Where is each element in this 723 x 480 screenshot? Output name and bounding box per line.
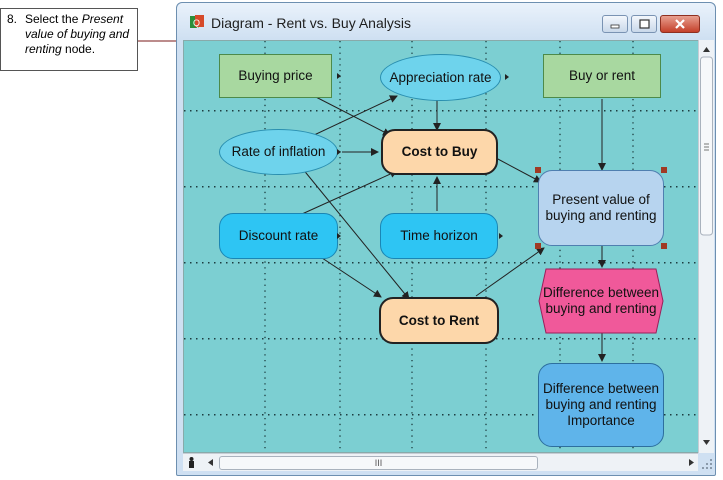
selection-handle[interactable] (535, 167, 541, 173)
node-rate-of-inflation-arrow (337, 149, 341, 155)
window-title: Diagram - Rent vs. Buy Analysis (211, 15, 411, 31)
diagram-window: Q Diagram - Rent vs. Buy Analysis (176, 2, 716, 476)
diagram-canvas[interactable]: Buying price Appreciation rate Buy or re… (183, 40, 704, 453)
minimize-icon (610, 24, 620, 29)
influence-arrows (301, 94, 606, 362)
title-bar[interactable]: Q Diagram - Rent vs. Buy Analysis (177, 3, 715, 39)
node-appreciation-rate[interactable]: Appreciation rate (380, 54, 501, 101)
node-difference-shape (538, 268, 664, 334)
selection-handle[interactable] (661, 243, 667, 249)
node-cost-to-rent[interactable]: Cost to Rent (379, 297, 499, 344)
close-icon (675, 19, 685, 29)
svg-text:Q: Q (193, 18, 200, 28)
node-cost-to-buy[interactable]: Cost to Buy (381, 129, 498, 175)
horizontal-scrollbar[interactable]: III (183, 453, 698, 471)
selection-handle[interactable] (535, 243, 541, 249)
vertical-scrollbar[interactable] (698, 40, 714, 453)
node-buying-price[interactable]: Buying price (219, 54, 332, 98)
scroll-left-icon[interactable] (205, 454, 217, 471)
node-buy-or-rent[interactable]: Buy or rent (543, 54, 661, 98)
callout-text: Select the Present value of buying and r… (25, 12, 135, 57)
node-time-horizon-arrow (499, 233, 503, 239)
node-discount-rate[interactable]: Discount rate (219, 213, 338, 259)
maximize-button[interactable] (631, 15, 657, 33)
node-time-horizon[interactable]: Time horizon (380, 213, 498, 259)
maximize-icon (639, 19, 650, 29)
minimize-button[interactable] (602, 15, 628, 33)
zoom-icon[interactable] (183, 454, 205, 471)
node-discount-rate-arrow (337, 233, 341, 239)
callout-text-after: node. (61, 42, 96, 56)
node-appreciation-rate-arrow (505, 74, 509, 80)
instruction-callout: 8. Select the Present value of buying an… (0, 8, 138, 71)
node-difference[interactable]: Difference between buying and renting (542, 285, 660, 316)
callout-text-italic: Present value of buying and renting (25, 12, 130, 56)
selection-handle[interactable] (661, 167, 667, 173)
horizontal-scroll-thumb[interactable]: III (219, 456, 538, 470)
scroll-right-icon[interactable] (685, 454, 697, 471)
vertical-scrollbar-graphic (700, 47, 713, 445)
resize-grip-icon[interactable] (700, 457, 714, 471)
callout-text-before: Select the (25, 12, 82, 26)
close-button[interactable] (660, 15, 700, 33)
node-present-value-selected[interactable]: Present value of buying and renting (538, 170, 664, 246)
node-buying-price-arrow (337, 73, 341, 79)
callout-step-number: 8. (7, 12, 18, 26)
node-rate-of-inflation[interactable]: Rate of inflation (219, 129, 338, 175)
node-difference-importance[interactable]: Difference between buying and renting Im… (538, 363, 664, 447)
analytica-app-icon[interactable]: Q (189, 14, 205, 30)
